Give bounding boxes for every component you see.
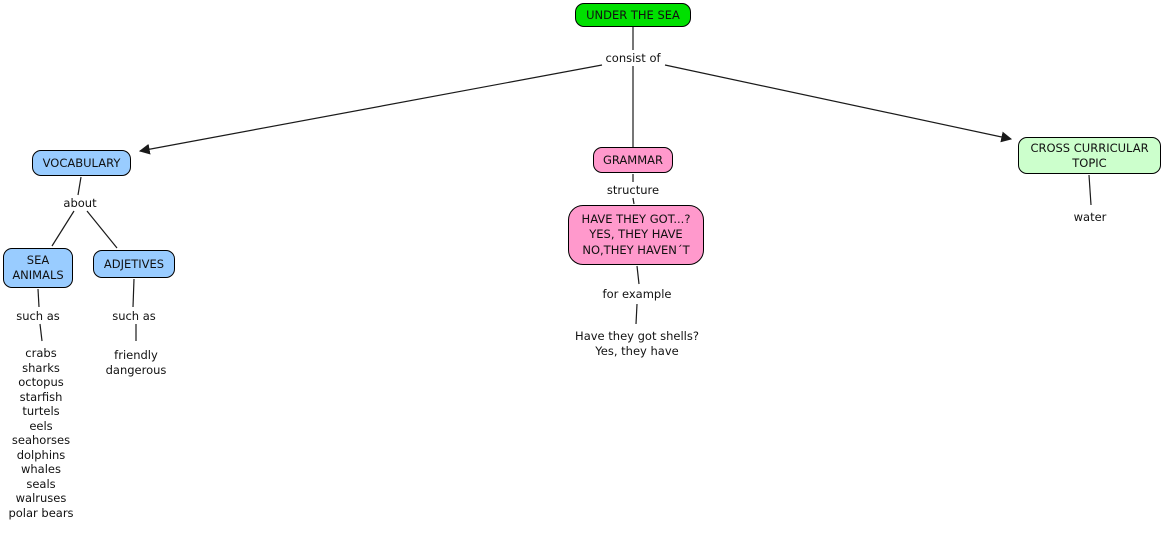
link-such-as-right: such as [112, 308, 156, 323]
link-such-as-left: such as [16, 308, 60, 323]
connector-cross-to-water [1088, 174, 1092, 206]
connector-seaanimals-to-suchas [37, 288, 40, 308]
node-have-they-got-structure[interactable]: HAVE THEY GOT...? YES, THEY HAVE NO,THEY… [568, 205, 704, 265]
connector-consistof-to-cross-arrow [664, 64, 1013, 143]
connector-vocabulary-to-about [77, 176, 82, 196]
leaf-adjective-values: friendly dangerous [105, 348, 167, 377]
leaf-water: water [1073, 209, 1107, 224]
connector-about-to-seaanimals [51, 210, 75, 247]
link-consist-of: consist of [605, 50, 661, 65]
link-about: about [63, 195, 97, 210]
connector-havebox-to-forexample [636, 265, 640, 285]
leaf-animals-list: crabs sharks octopus starfish turtels ee… [8, 346, 74, 520]
link-structure: structure [606, 182, 660, 197]
node-sea-animals[interactable]: SEA ANIMALS [3, 248, 73, 288]
node-under-the-sea[interactable]: UNDER THE SEA [575, 3, 691, 27]
node-cross-curricular-topic[interactable]: CROSS CURRICULAR TOPIC [1018, 137, 1161, 174]
leaf-example-sentence: Have they got shells? Yes, they have [575, 329, 699, 358]
node-vocabulary[interactable]: VOCABULARY [32, 150, 131, 176]
connector-forexample-to-example [635, 303, 638, 325]
connector-adjetives-to-suchas [132, 278, 135, 308]
connector-suchas-to-animals [39, 323, 43, 342]
connector-consistof-to-vocabulary-arrow [138, 64, 603, 155]
connector-about-to-adjetives [86, 210, 118, 249]
node-adjetives[interactable]: ADJETIVES [93, 250, 175, 278]
node-grammar[interactable]: GRAMMAR [593, 147, 673, 173]
connector-structure-to-havebox [632, 197, 635, 205]
link-for-example: for example [602, 286, 672, 301]
